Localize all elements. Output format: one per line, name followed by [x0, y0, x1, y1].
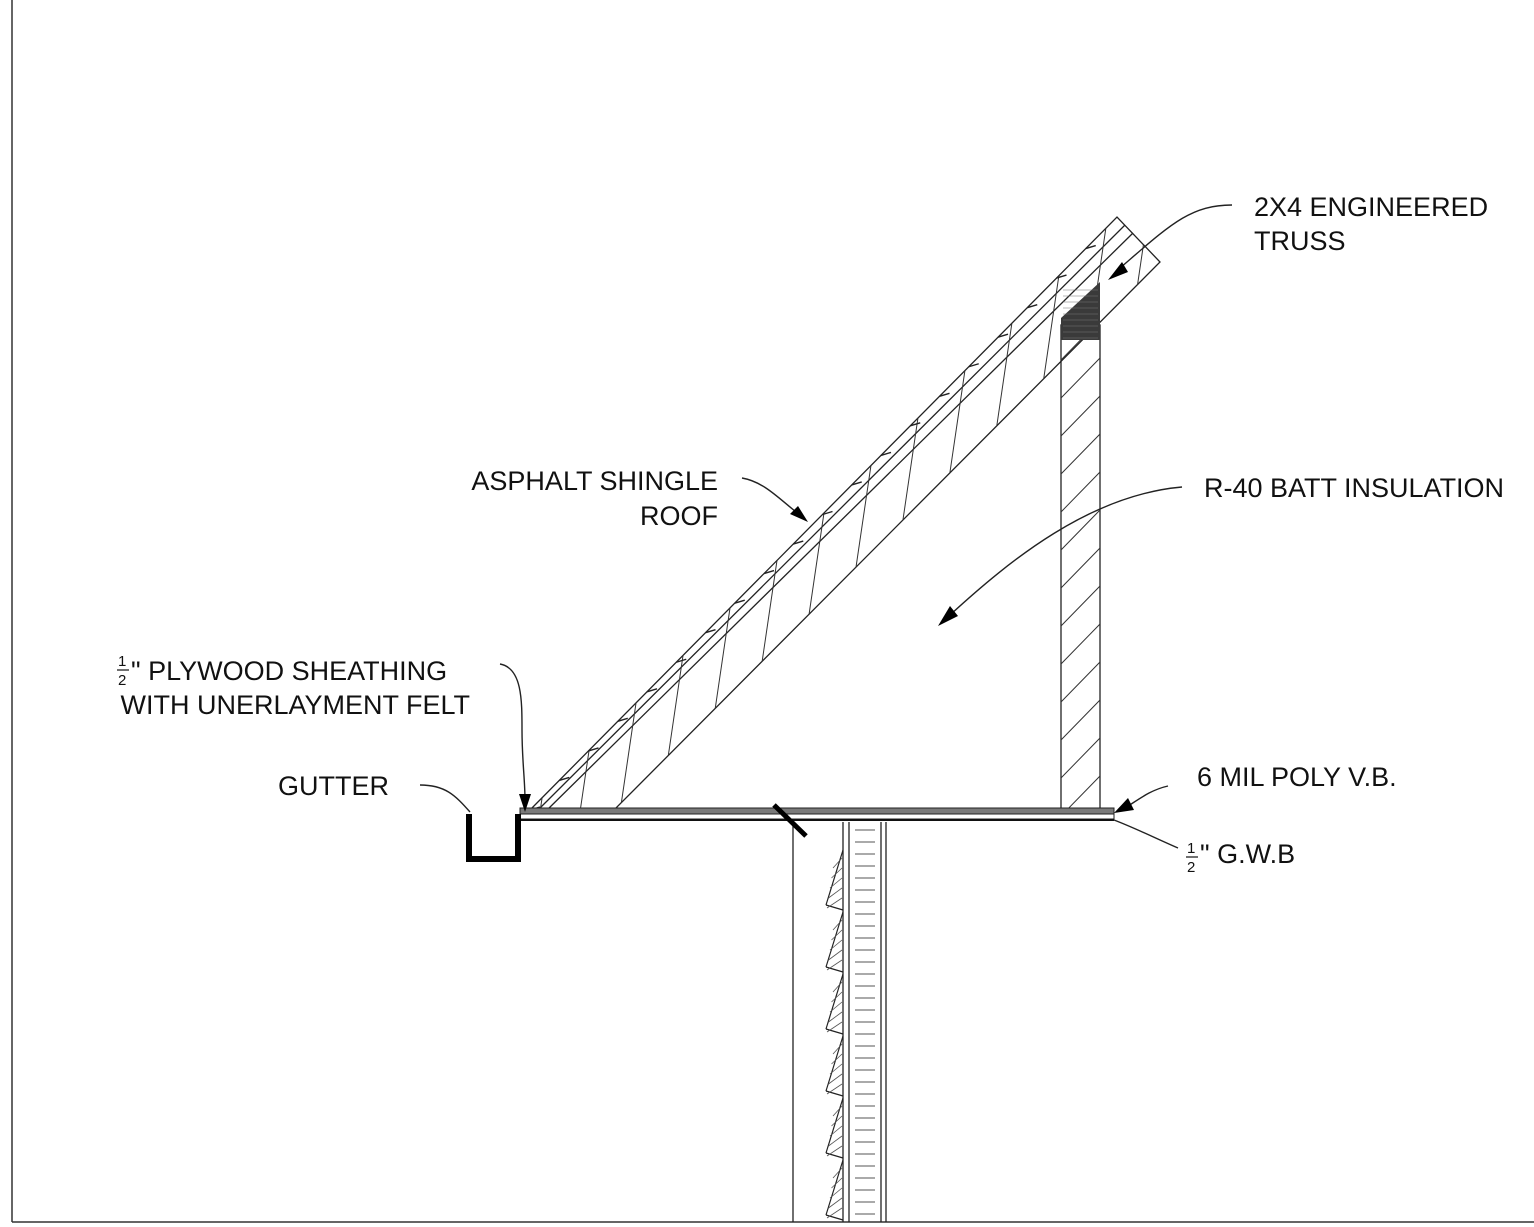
gutter-label: GUTTER: [278, 771, 389, 801]
gwb-fraction: 1 2: [1186, 840, 1198, 876]
asphalt-shingle-tabs: [529, 244, 1096, 811]
roof-label-line1: ASPHALT SHINGLE: [471, 466, 718, 496]
roof-leader: [741, 477, 808, 522]
plywood-label-line2: WITH UNERLAYMENT FELT: [120, 690, 470, 720]
plywood-fraction-den: 2: [118, 672, 126, 689]
plywood-fraction-num: 1: [118, 653, 126, 670]
plywood-fraction: 1 2: [117, 653, 129, 689]
gwb-fraction-den: 2: [1187, 859, 1195, 876]
gwb-leader: [1113, 819, 1179, 849]
vapor-barrier-leader: [1114, 785, 1169, 813]
plywood-leader: [499, 663, 531, 812]
ceiling-assembly: [519, 807, 1115, 821]
gwb-label: " G.W.B: [1200, 839, 1295, 869]
plywood-label-line1: " PLYWOOD SHEATHING: [131, 656, 447, 686]
gwb-fraction-num: 1: [1187, 840, 1195, 857]
insulation-label: R-40 BATT INSULATION: [1204, 473, 1504, 503]
truss-label-line2: TRUSS: [1254, 226, 1346, 256]
truss-leader: [1108, 204, 1233, 280]
exterior-wall: [772, 803, 887, 1222]
insulation-leader: [938, 486, 1183, 626]
gutter-leader: [419, 784, 471, 813]
truss-label-line1: 2X4 ENGINEERED: [1254, 192, 1488, 222]
sheet-border: [11, 0, 1534, 1223]
vapor-barrier-label: 6 MIL POLY V.B.: [1197, 762, 1397, 792]
gutter-profile: [466, 814, 521, 862]
roof-label-line2: ROOF: [640, 501, 718, 531]
truss-web-stud: [1060, 282, 1101, 813]
